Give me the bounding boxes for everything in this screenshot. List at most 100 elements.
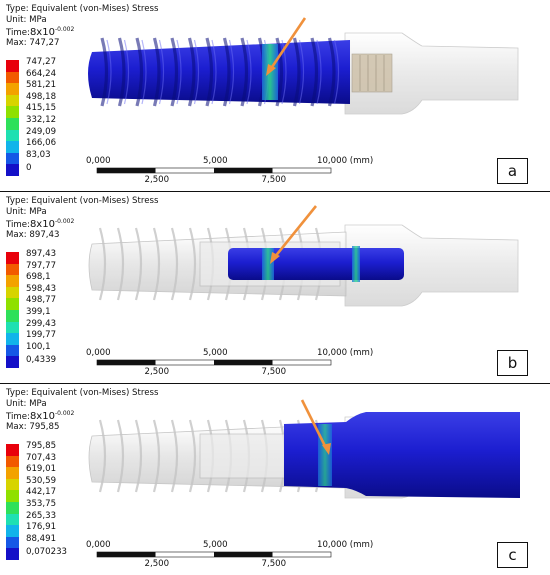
scale-bar [96,359,332,366]
legend-label: 88,491 [26,533,57,544]
legend-swatch [6,263,19,276]
legend-label: 415,15 [26,103,57,114]
scale-bar [96,551,332,558]
legend-swatch [6,548,19,560]
result-max: Max: 747,27 [6,38,60,49]
result-time: Time:8x10-0.002 [6,25,158,38]
legend-swatch [6,502,19,514]
arrow-shaft [300,399,328,449]
panel-label: c [497,542,528,568]
scale-tick-top: 0,000 [86,348,111,358]
result-unit: Unit: MPa [6,398,47,409]
scale-bar [96,167,332,174]
result-max: Max: 795,85 [6,422,60,433]
scale-tick-bottom: 2,500 [144,367,170,377]
implant-model [88,205,519,366]
scale-tick-bottom: 7,500 [261,175,287,185]
time-value: 8x10 [29,26,55,38]
legend-label: 83,03 [26,149,51,160]
legend-swatch [6,152,19,165]
arrow-head [266,64,276,76]
scale-tick-top: 5,000 [203,156,228,166]
time-value: 8x10 [29,218,55,230]
result-time: Time:8x10-0.002 [6,217,158,230]
scale-tick-bottom: 2,500 [144,559,170,569]
legend-label: 0,070233 [26,547,68,558]
abutment-ghost [344,32,519,115]
time-prefix: Time: [6,411,30,422]
legend-swatch [6,536,19,549]
implant-body [88,37,350,107]
legend-swatch [6,333,19,345]
legend-swatch [6,490,19,502]
scale-tick-top: 10,000 (mm) [317,348,374,358]
legend-swatch [6,310,19,322]
time-exponent: -0.002 [54,410,75,417]
legend-swatch [6,356,19,368]
legend-label: 797,77 [26,260,57,271]
legend-label: 530,59 [26,475,57,486]
legend-label: 498,77 [26,295,57,306]
result-type: Type: Equivalent (von-Mises) Stress [6,388,159,398]
abutment-ghost [344,224,519,307]
stress-secondary [352,246,360,282]
legend-swatch [6,118,19,130]
legend-label: 619,01 [26,464,57,475]
legend-label: 199,77 [26,330,57,341]
stress-hotspot [262,248,274,280]
legend-swatch [6,455,19,468]
legend-swatch [6,478,19,491]
result-unit: Unit: MPa [6,14,47,25]
legend-label: 166,06 [26,138,57,149]
panel-label: a [497,158,528,184]
legend-swatch [6,467,19,479]
result-time: Time:8x10-0.002 [6,409,158,422]
legend-label: 442,17 [26,487,57,498]
scale-tick-top: 5,000 [203,348,228,358]
arrow-head [322,443,331,455]
legend-swatch [6,60,19,72]
abutment-stressed [284,412,520,498]
legend-swatch [6,525,19,537]
arrow-head [270,252,280,264]
legend-swatch [6,141,19,153]
legend-label: 0,4339 [26,355,57,366]
connection-screw [351,53,393,93]
legend-label: 747,27 [26,57,57,67]
legend-swatch [6,252,19,264]
legend-label: 353,75 [26,499,57,509]
time-exponent: -0.002 [54,218,75,225]
legend-swatch [6,344,19,357]
legend-swatch [6,444,19,456]
legend-swatch [6,513,19,526]
implant-model [88,17,519,174]
scale-tick-top: 5,000 [203,540,228,550]
legend-label: 176,91 [26,522,57,533]
legend-label: 265,33 [26,510,57,521]
scale-tick-bottom: 7,500 [261,367,287,377]
time-prefix: Time: [6,219,30,230]
legend-label: 100,1 [26,341,51,352]
legend-swatch [6,83,19,95]
time-exponent: -0.002 [54,26,75,33]
legend-label: 498,18 [26,91,57,102]
legend-label: 249,09 [26,126,57,137]
legend-swatch [6,275,19,287]
scale-tick-top: 0,000 [86,156,111,166]
scale-tick-top: 10,000 (mm) [317,156,374,166]
legend-label: 399,1 [26,307,51,317]
legend-swatch [6,298,19,310]
legend-label: 897,43 [26,249,57,259]
legend-swatch [6,129,19,142]
legend-swatch [6,71,19,84]
panel-label: b [497,350,528,376]
legend-swatch [6,321,19,334]
arrow-shaft [272,205,318,259]
scale-tick-bottom: 7,500 [261,559,287,569]
legend-label: 581,21 [26,80,57,91]
